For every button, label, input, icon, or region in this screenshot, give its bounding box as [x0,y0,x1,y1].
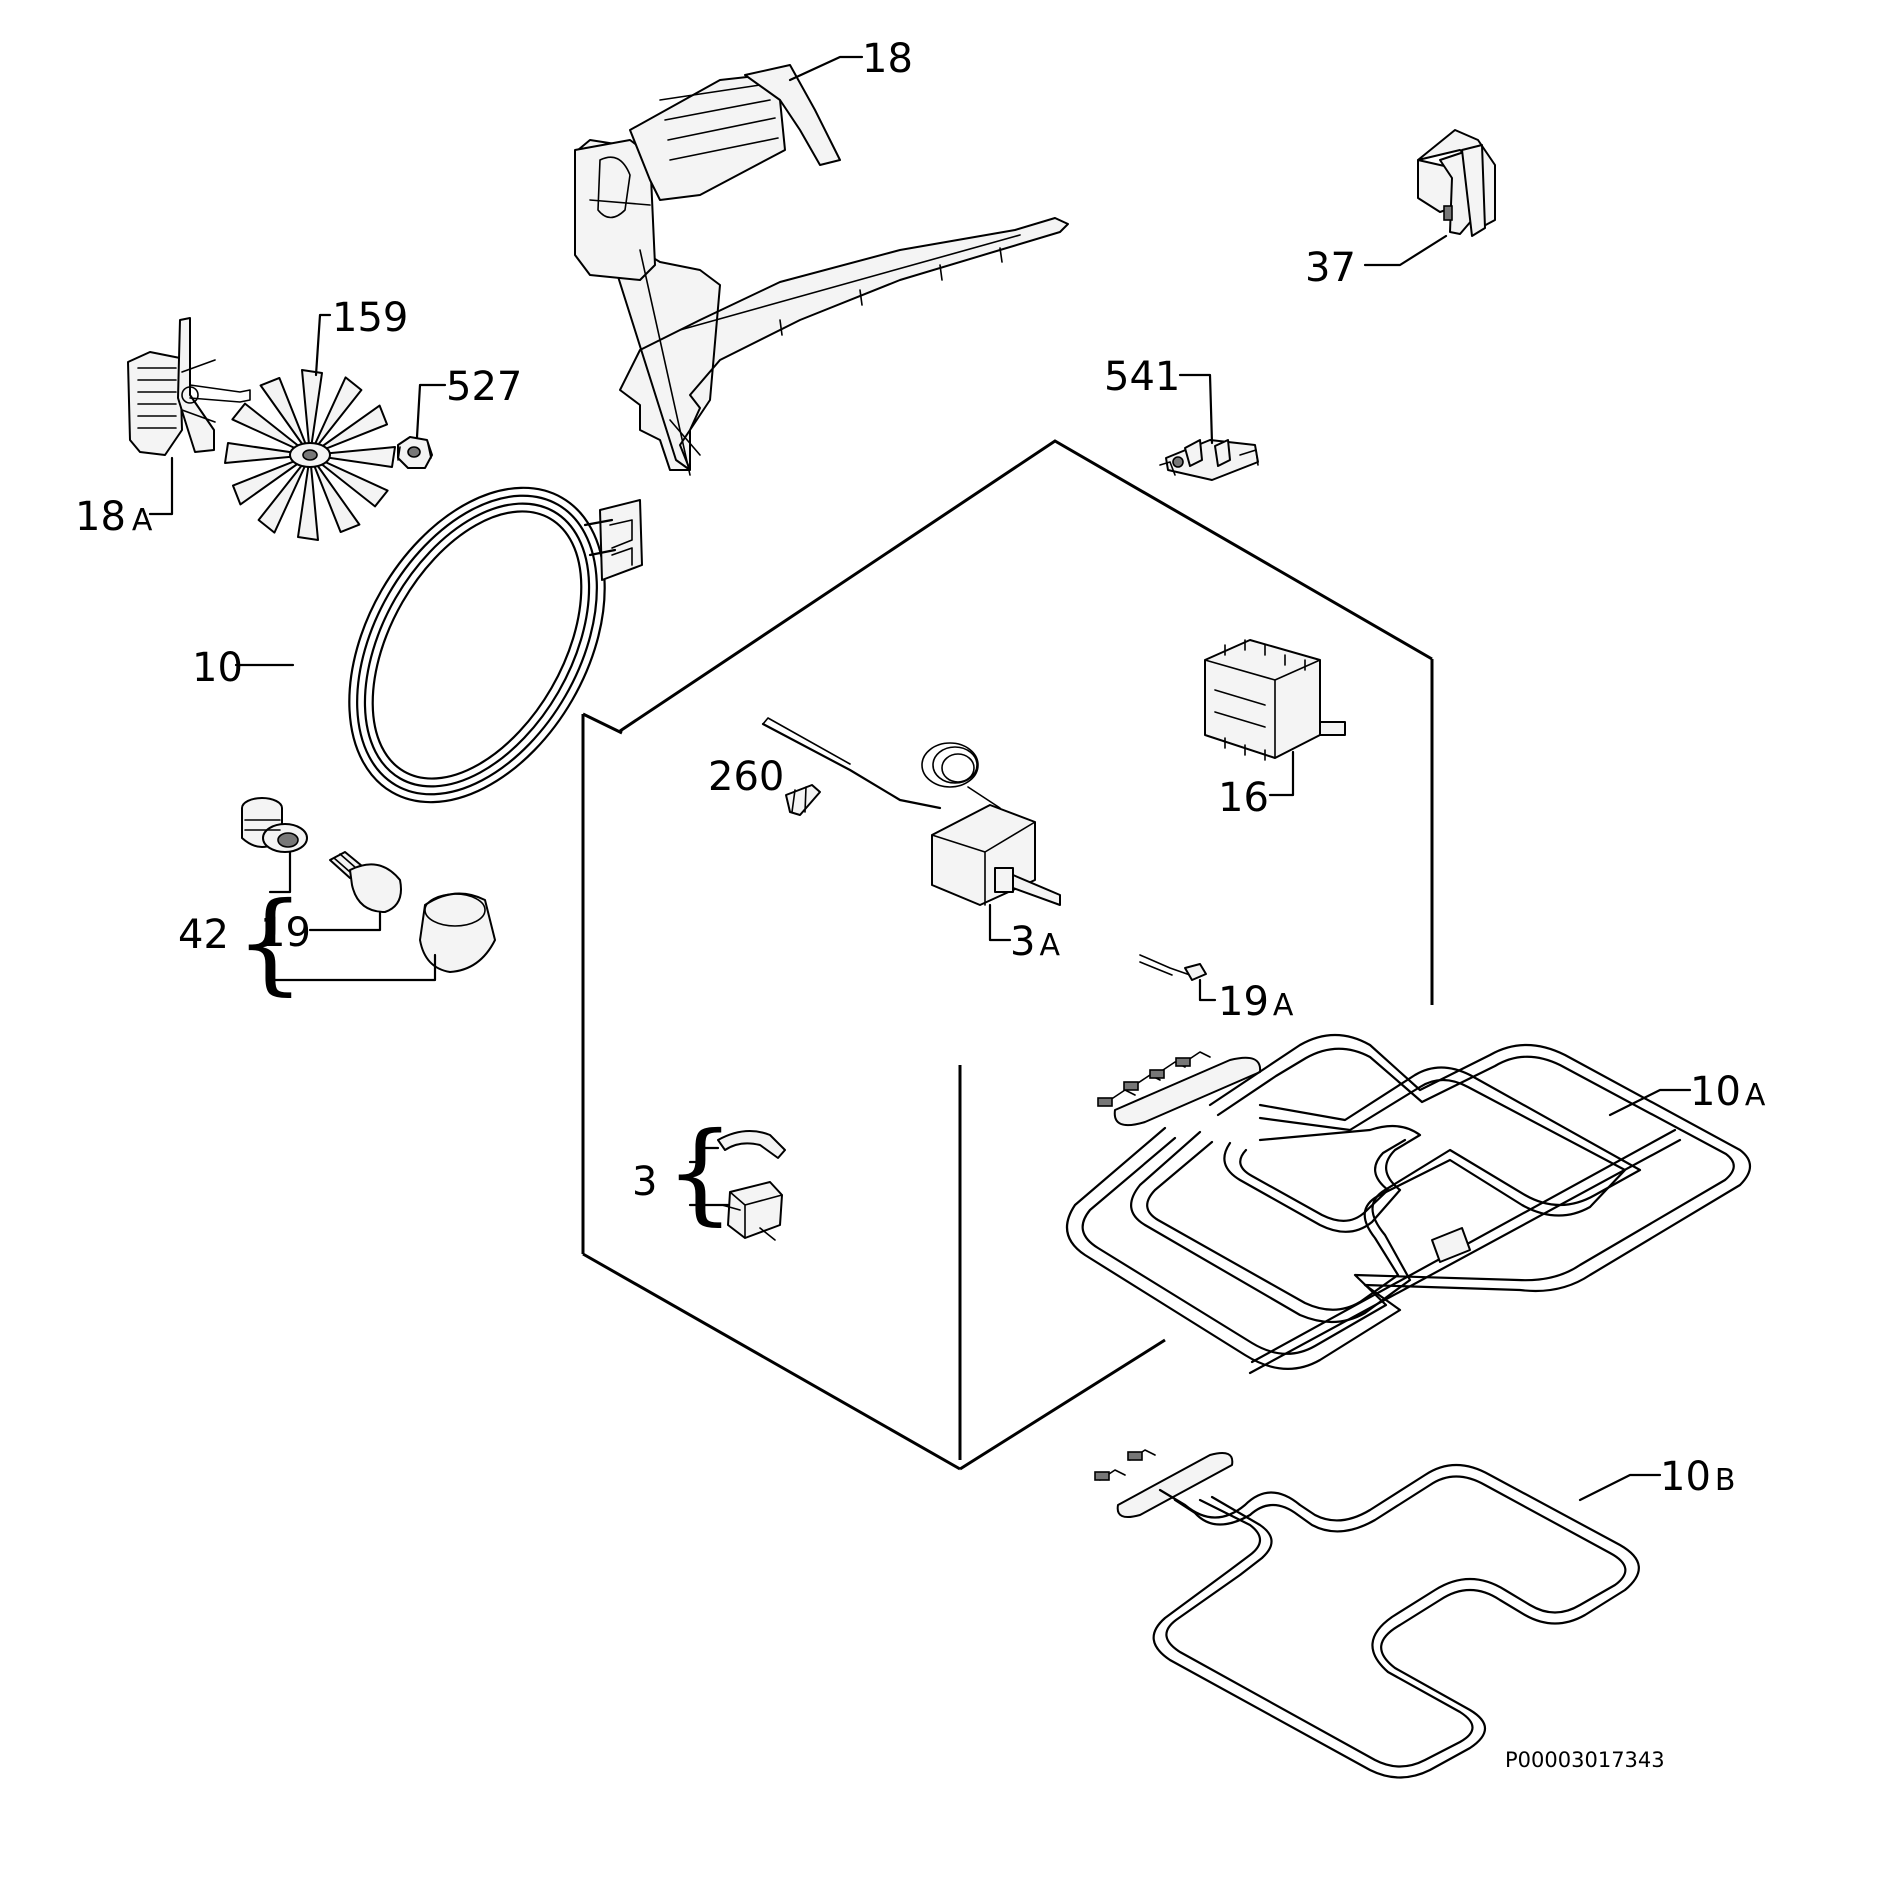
leader-10a [1608,1088,1692,1117]
leader-159 [314,313,332,377]
lamp-holder-part [241,797,308,853]
fan-impeller-part [224,369,396,541]
label-18: 18 [862,36,913,82]
label-260: 260 [708,754,784,800]
lamp-cover-part [419,892,496,973]
leader-10b [1578,1473,1662,1502]
clip-pieces-part [717,1130,786,1241]
leader-19 [308,911,382,932]
lamp-wire-part [1139,954,1207,981]
leader-18 [788,55,864,82]
leader-42-holder [268,850,292,894]
label-541: 541 [1104,354,1180,400]
fan-motor-part [127,317,251,456]
label-159: 159 [332,295,408,341]
thermostat-part [761,717,1061,906]
fan-duct-part [574,64,1069,476]
fan-nut-part [397,436,433,469]
leader-18a [148,456,174,516]
capillary-clip-part [785,784,821,816]
leader-541 [1178,373,1214,445]
label-16: 16 [1218,775,1269,821]
label-10: 10 [192,645,243,691]
label-19: 19 [260,910,311,956]
leader-19a [1198,978,1217,1002]
bottom-heating-element-part [1094,1449,1640,1779]
leader-16 [1268,750,1295,797]
brace-3: { [665,1108,735,1236]
label-3: 3 [632,1159,657,1205]
grill-element-part [1065,1034,1752,1375]
leader-3-top [688,1146,720,1164]
leader-3a [988,903,1012,942]
lamp-bulb-part [329,851,402,913]
label-37: 37 [1305,245,1356,291]
terminal-block-part [1159,439,1259,481]
selector-switch-part [1204,639,1346,761]
brace-42: { [235,878,305,1006]
oven-cavity-outline [581,439,1434,1471]
leader-37 [1363,234,1448,267]
leader-42-cover [268,953,437,982]
circular-heating-element-part [348,486,643,804]
switch-clip-part [1417,129,1496,237]
drawing-code: P00003017343 [1505,1748,1665,1772]
leader-527 [415,383,447,439]
label-527: 527 [446,364,522,410]
label-42: 42 [178,912,229,958]
